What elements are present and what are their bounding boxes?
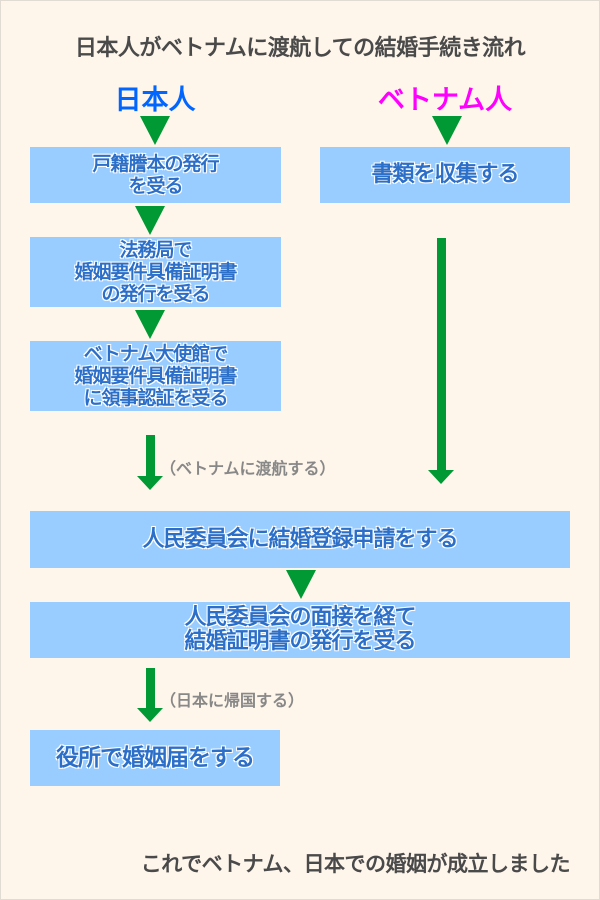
down-triangle-icon (140, 116, 170, 145)
step-interview-certificate: 人民委員会の面接を経て 結婚証明書の発行を受る (30, 602, 570, 658)
down-triangle-icon (286, 570, 316, 599)
return-note: （日本に帰国する） (160, 691, 305, 710)
down-triangle-icon (135, 310, 165, 339)
step-register-marriage: 人民委員会に結婚登録申請をする (30, 511, 570, 568)
step-city-hall-notification: 役所で婚姻届をする (30, 730, 280, 786)
down-arrow-icon (146, 435, 155, 477)
down-triangle-icon (432, 116, 462, 145)
down-arrow-head-icon (137, 708, 163, 722)
vietnamese-column-header: ベトナム人 (377, 85, 513, 116)
down-triangle-icon (135, 206, 165, 235)
step-collect-documents: 書類を収集する (320, 147, 570, 203)
step-embassy-certification: ベトナム大使館で 婚姻要件具備証明書 に領事認証を受る (30, 341, 281, 411)
long-down-arrow-icon (437, 238, 446, 470)
step-koseki: 戸籍謄本の発行 を受る (30, 147, 281, 203)
down-arrow-head-icon (428, 470, 454, 484)
japanese-column-header: 日本人 (114, 85, 196, 116)
down-arrow-icon (146, 668, 155, 709)
down-arrow-head-icon (137, 476, 163, 490)
travel-note: （ベトナムに渡航する） (160, 459, 336, 478)
diagram-title: 日本人がベトナムに渡航しての結婚手続き流れ (74, 36, 526, 61)
conclusion-text: これでベトナム、日本での婚姻が成立しました (140, 852, 571, 876)
step-legal-affairs-bureau: 法務局で 婚姻要件具備証明書 の発行を受る (30, 237, 281, 307)
